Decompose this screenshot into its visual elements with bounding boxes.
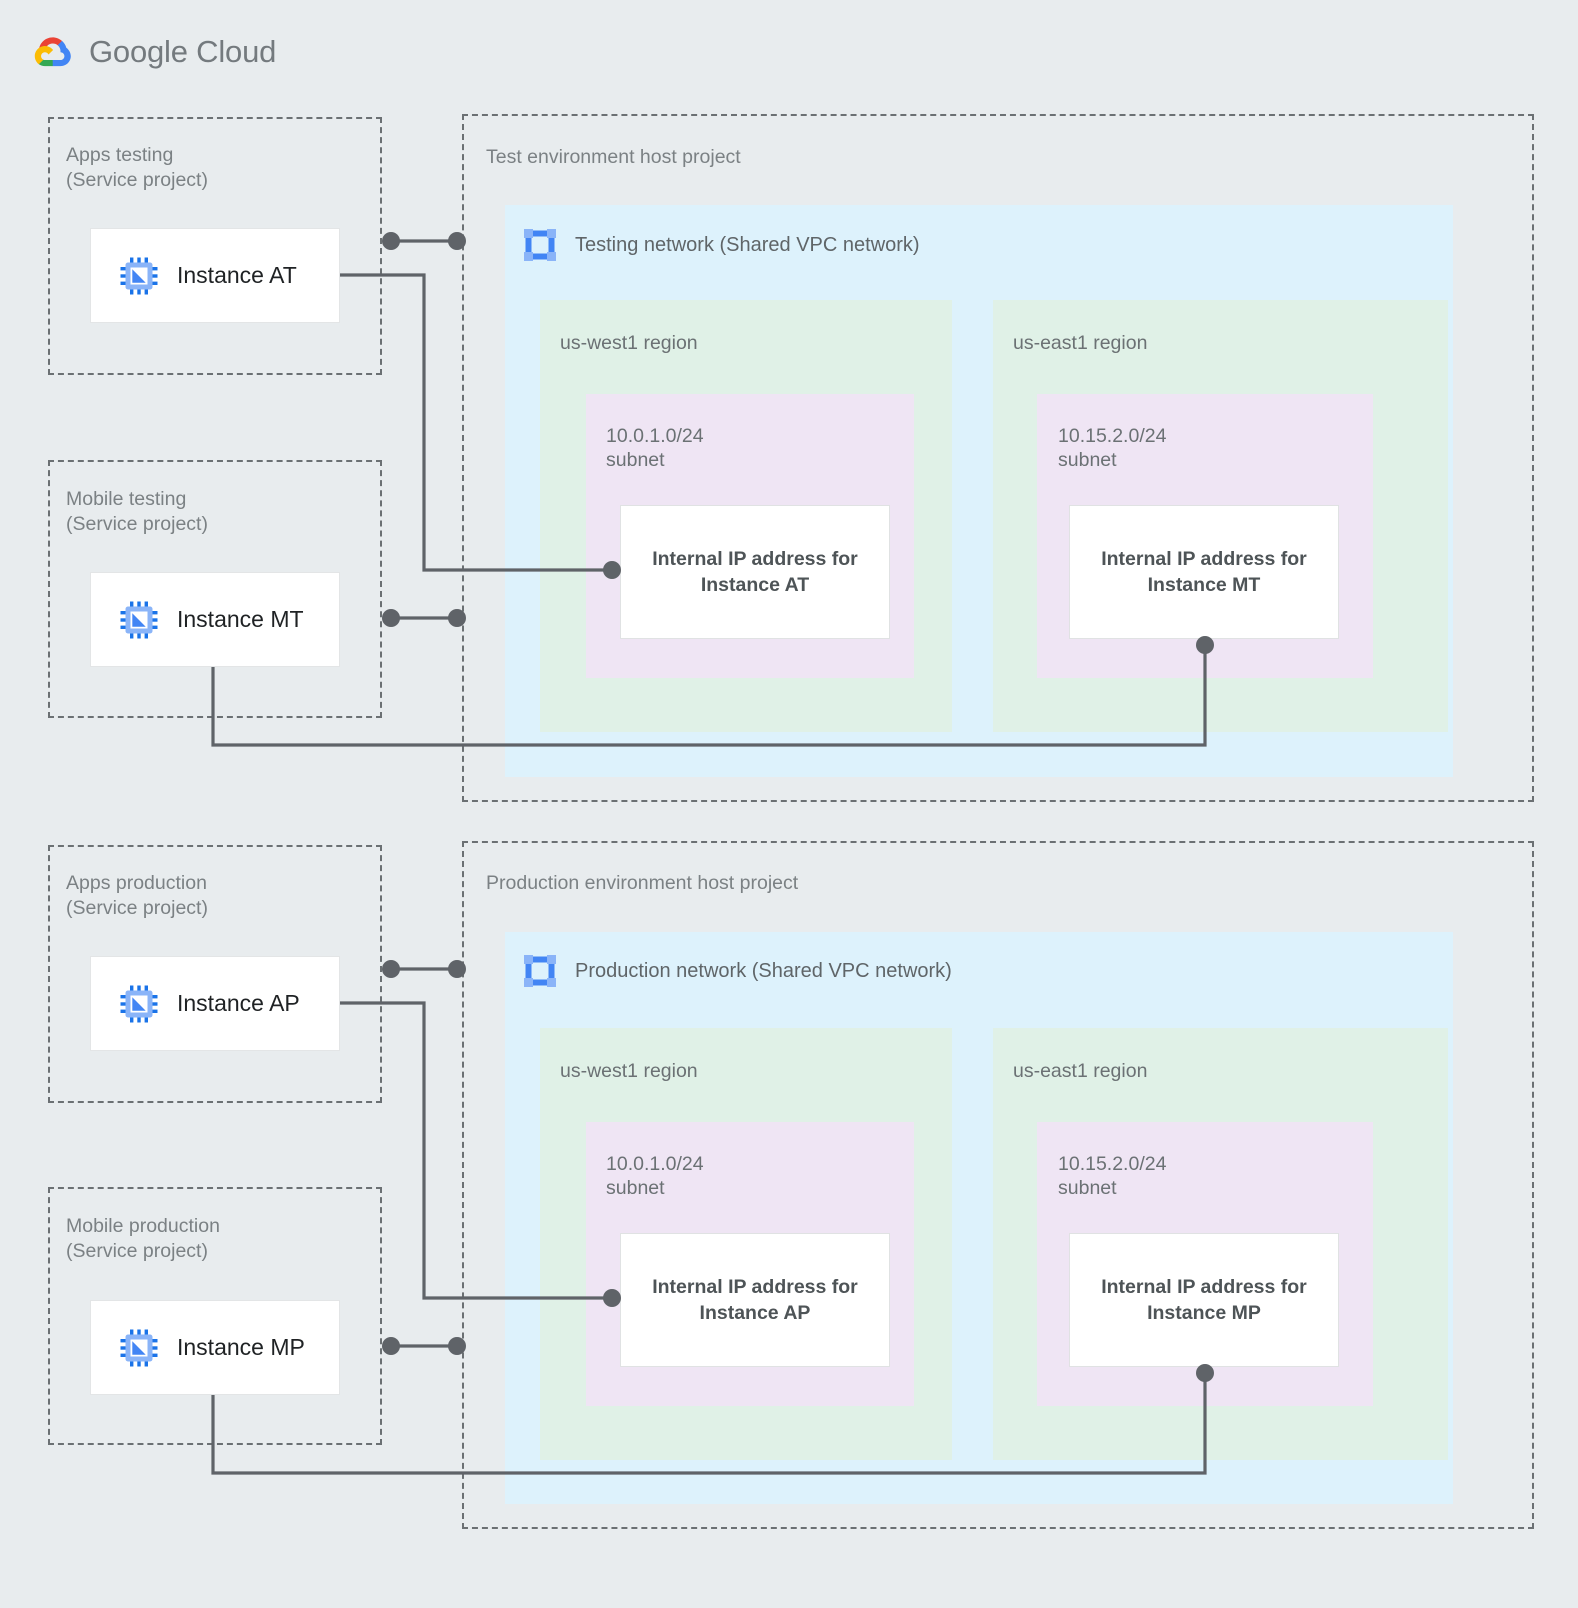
ip-card-instance-mp: Internal IP address for Instance MP [1069,1233,1339,1367]
ip-card-instance-ap-label: Internal IP address for Instance AP [652,1276,858,1324]
vpc-network-production-title: Production network (Shared VPC network) [521,952,952,990]
subnet-prod-us-west1-label: 10.0.1.0/24 subnet [606,1153,704,1199]
host-project-test-label: Test environment host project [486,146,741,168]
ip-card-instance-at-label: Internal IP address for Instance AT [652,548,858,596]
connector-dot-at-left [382,232,400,250]
connector-dot-mt-left [382,609,400,627]
region-test-us-east1-label: us-east1 region [1013,332,1148,354]
vpc-network-testing-label: Testing network (Shared VPC network) [575,233,920,256]
vpc-network-icon [524,955,556,987]
ip-card-instance-ap: Internal IP address for Instance AP [620,1233,890,1367]
instance-card-mp[interactable]: Instance MP [90,1300,340,1395]
vpc-network-production-label: Production network (Shared VPC network) [575,959,952,982]
region-prod-us-west1-label: us-west1 region [560,1060,698,1082]
service-project-apps-testing-label: Apps testing (Service project) [66,144,208,191]
instance-card-at[interactable]: Instance AT [90,228,340,323]
vm-instance-icon [120,985,158,1022]
vm-instance-icon [120,601,158,638]
instance-card-ap[interactable]: Instance AP [90,956,340,1051]
host-project-production-label: Production environment host project [486,872,799,894]
logo-word-google: Google [89,34,188,69]
vm-instance-icon [120,1329,158,1366]
vpc-network-testing-title: Testing network (Shared VPC network) [521,226,920,264]
service-project-apps-production-label: Apps production (Service project) [66,872,208,919]
instance-card-at-label: Instance AT [177,262,297,288]
google-cloud-logo-icon [34,37,71,67]
ip-card-instance-mt-label: Internal IP address for Instance MT [1101,548,1307,596]
vm-instance-icon [120,257,158,294]
service-project-mobile-testing-label: Mobile testing (Service project) [66,488,208,535]
subnet-test-us-east1-label: 10.15.2.0/24 subnet [1058,425,1167,471]
ip-card-instance-mt: Internal IP address for Instance MT [1069,505,1339,639]
region-test-us-west1-label: us-west1 region [560,332,698,354]
logo-wordmark: Google Cloud [89,34,276,70]
service-project-apps-testing [48,117,382,375]
ip-card-instance-at: Internal IP address for Instance AT [620,505,890,639]
instance-card-mp-label: Instance MP [177,1334,305,1360]
ip-card-instance-mp-label: Internal IP address for Instance MP [1101,1276,1307,1324]
instance-card-ap-label: Instance AP [177,990,300,1016]
instance-card-mt[interactable]: Instance MT [90,572,340,667]
service-project-mobile-production-label: Mobile production (Service project) [66,1215,220,1262]
subnet-prod-us-east1-label: 10.15.2.0/24 subnet [1058,1153,1167,1199]
google-cloud-logo: Google Cloud [30,33,276,71]
subnet-test-us-west1-label: 10.0.1.0/24 subnet [606,425,704,471]
region-prod-us-east1-label: us-east1 region [1013,1060,1148,1082]
connector-dot-mp-left [382,1337,400,1355]
service-project-apps-production [48,845,382,1103]
vpc-network-icon [524,229,556,261]
connector-dot-ap-left [382,960,400,978]
instance-card-mt-label: Instance MT [177,606,304,632]
logo-word-cloud: Cloud [187,34,277,69]
